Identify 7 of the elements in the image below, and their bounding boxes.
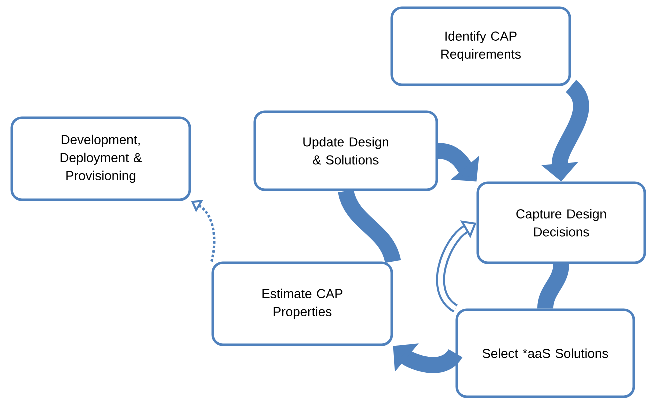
arrow [438,143,480,182]
process-box: Development, Deployment & Provisioning [10,116,192,202]
process-box: Estimate CAP Properties [212,262,394,346]
process-box: Update Design & Solutions [254,110,438,192]
process-box: Select *aaS Solutions [456,308,636,398]
process-box: Capture Design Decisions [476,182,646,264]
process-box: Identify CAP Requirements [390,6,572,86]
